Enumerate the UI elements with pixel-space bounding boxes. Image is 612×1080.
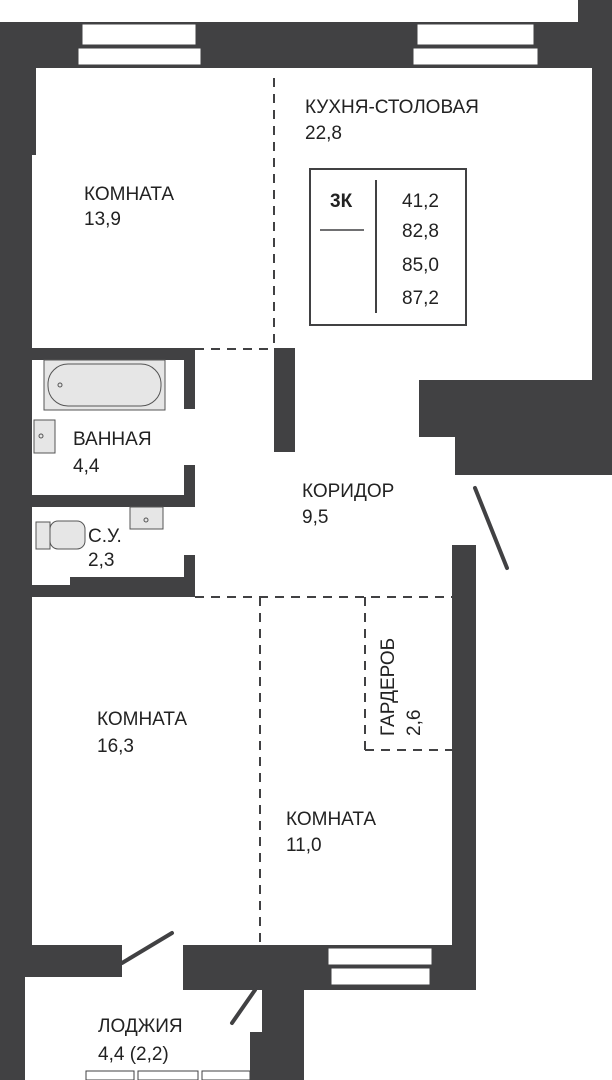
sink-icon <box>129 506 164 530</box>
kitchen-area: 22,8 <box>305 123 342 144</box>
corridor-name: КОРИДОР <box>302 481 394 502</box>
room-door <box>120 931 174 965</box>
entry-door <box>473 486 509 570</box>
bathtub-icon <box>43 359 166 411</box>
sink-icon <box>33 419 56 454</box>
bathroom-area: 4,4 <box>73 456 100 477</box>
doors <box>120 486 509 1025</box>
apartment-type: 3К <box>330 191 353 212</box>
zone-dividers <box>195 78 452 945</box>
windows <box>77 23 539 1080</box>
room1-area: 13,9 <box>84 209 121 230</box>
area-value: 41,2 <box>402 191 439 212</box>
apartment-summary: 3К 41,2 82,8 85,0 87,2 <box>309 168 467 326</box>
bathroom-name: ВАННАЯ <box>73 429 152 450</box>
loggia-area: 4,4 (2,2) <box>98 1044 169 1065</box>
area-value: 87,2 <box>402 288 439 309</box>
area-value: 82,8 <box>402 221 439 242</box>
area-value: 85,0 <box>402 255 439 276</box>
wardrobe-name: ГАРДЕРОБ <box>378 638 399 736</box>
room2-area: 16,3 <box>97 736 134 757</box>
room3-area: 11,0 <box>286 835 322 856</box>
kitchen-name: КУХНЯ-СТОЛОВАЯ <box>305 97 479 118</box>
wardrobe-area: 2,6 <box>404 710 425 736</box>
room1-name: КОМНАТА <box>84 184 174 205</box>
loggia-name: ЛОДЖИЯ <box>98 1016 183 1037</box>
wc-name: С.У. <box>88 526 122 547</box>
loggia-door <box>230 988 257 1025</box>
room2-name: КОМНАТА <box>97 709 187 730</box>
room3-name: КОМНАТА <box>286 809 376 830</box>
toilet-icon <box>35 520 86 550</box>
wc-area: 2,3 <box>88 550 114 571</box>
corridor-area: 9,5 <box>302 507 328 528</box>
room-labels: КУХНЯ-СТОЛОВАЯ 22,8 КОМНАТА 13,9 ВАННАЯ … <box>73 97 479 1065</box>
